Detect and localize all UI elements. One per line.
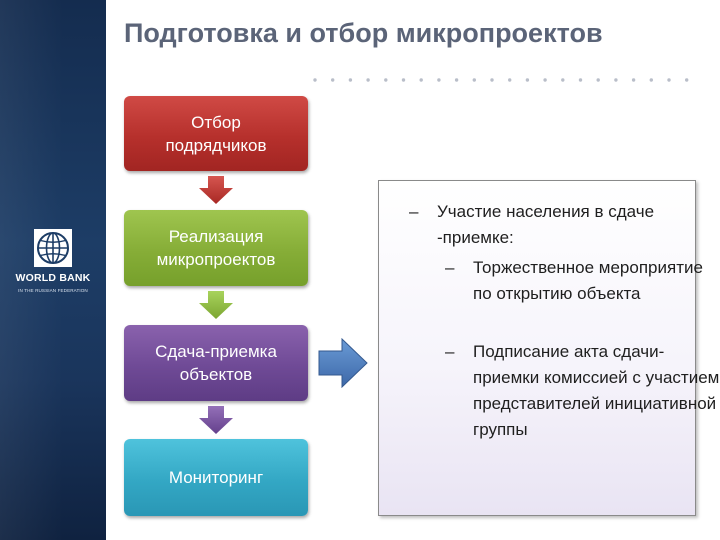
world-bank-globe-icon — [34, 229, 72, 267]
flow-box-label-line1: Реализация — [168, 227, 264, 246]
divider-dot — [525, 78, 530, 82]
divider-dot — [685, 78, 689, 82]
flow-box-label-line1: Сдача-приемка — [155, 342, 277, 361]
detail-subitem-act-signing: – Подписание акта сдачи-приемки комиссие… — [445, 339, 720, 443]
bullet-dash: – — [445, 258, 455, 277]
flow-box-label-line2: микропроектов — [156, 250, 276, 269]
logo-name: WORLD BANK — [15, 272, 91, 284]
logo-tagline: IN THE RUSSIAN FEDERATION — [18, 288, 88, 293]
divider-dot — [454, 78, 459, 82]
page-title: Подготовка и отбор микропроектов — [124, 18, 603, 48]
divider-dot — [596, 78, 600, 82]
flow-box-implementation: Реализация микропроектов — [124, 210, 308, 286]
divider-dot — [490, 78, 494, 82]
divider-dot — [578, 78, 583, 82]
sidebar-sheen — [0, 0, 106, 540]
divider-dot — [313, 78, 317, 82]
flow-box-label-line2: объектов — [179, 365, 253, 384]
divider-dot — [384, 78, 388, 82]
flow-box-monitoring: Мониторинг — [124, 439, 308, 516]
divider-dot — [419, 78, 423, 82]
divider-dot — [437, 78, 441, 82]
details-panel — [378, 180, 696, 516]
divider-dot — [543, 78, 547, 82]
bullet-dash: – — [409, 202, 419, 221]
detail-subitem-ceremony: – Торжественное мероприятие по открытию … — [445, 255, 720, 307]
divider-dot — [667, 78, 671, 82]
divider-dot — [561, 78, 565, 82]
flow-box-contractor-selection: Отбор подрядчиков — [124, 96, 308, 171]
detail-text: Торжественное мероприятие по открытию об… — [473, 258, 703, 303]
divider-dot — [366, 78, 370, 82]
dotted-divider — [313, 78, 689, 82]
flow-box-label-line1: Отбор — [191, 112, 241, 132]
right-arrow-blue-icon — [318, 338, 368, 388]
divider-dot — [331, 78, 335, 82]
down-arrow-red-icon — [199, 176, 233, 204]
divider-dot — [508, 78, 512, 82]
detail-item-participation: – Участие населения в сдаче -приемке: — [409, 199, 720, 251]
divider-dot — [614, 78, 618, 82]
divider-dot — [649, 78, 653, 82]
detail-text: Участие населения в сдаче -приемке: — [437, 202, 655, 247]
divider-dot — [348, 78, 353, 82]
bullet-dash: – — [445, 342, 455, 361]
down-arrow-purple-icon — [199, 406, 233, 434]
divider-dot — [472, 78, 476, 82]
sidebar: WORLD BANK IN THE RUSSIAN FEDERATION — [0, 0, 106, 540]
flow-box-acceptance: Сдача-приемка объектов — [124, 325, 308, 401]
flow-box-label-line2: подрядчиков — [165, 135, 267, 155]
divider-dot — [401, 78, 406, 82]
detail-text: Подписание акта сдачи-приемки комиссией … — [473, 342, 720, 439]
divider-dot — [631, 78, 636, 82]
flow-box-label-line1: Мониторинг — [168, 468, 264, 487]
down-arrow-green-icon — [199, 291, 233, 319]
